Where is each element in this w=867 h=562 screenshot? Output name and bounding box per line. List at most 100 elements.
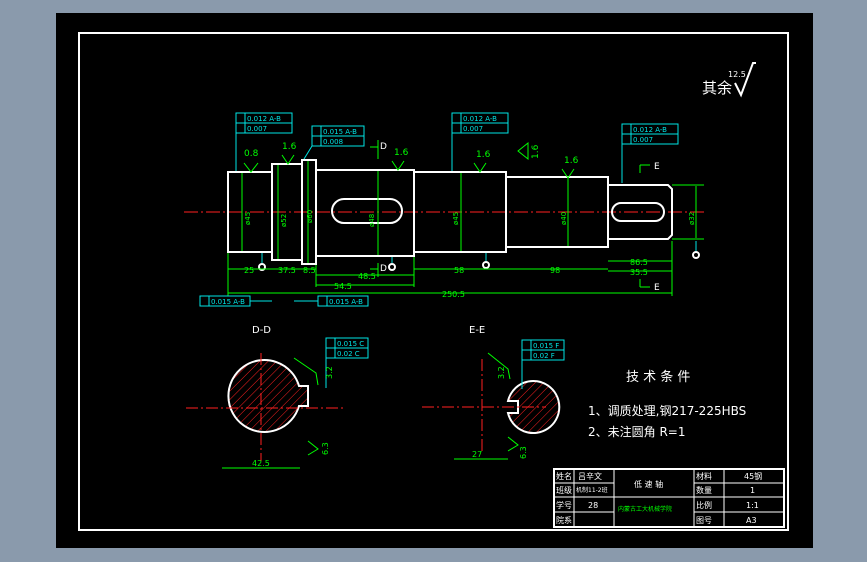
cut-label-d: D bbox=[380, 264, 387, 274]
svg-text:0.012 A-B: 0.012 A-B bbox=[247, 115, 281, 123]
cad-viewport[interactable]: 其余 12.5 ø45 ø52 ø60 ø48 ø45 ø40 ø32 bbox=[56, 13, 813, 548]
section-ee-depth: 3.2 bbox=[497, 366, 506, 379]
roughness-symbol-icon bbox=[734, 62, 756, 98]
cut-label-e: E bbox=[654, 162, 660, 172]
diameter-label: ø52 bbox=[280, 214, 288, 227]
length-label: 48.5 bbox=[358, 272, 376, 281]
section-ee bbox=[422, 359, 561, 453]
title-material-value: 45钢 bbox=[744, 471, 762, 481]
section-dd-width: 42.5 bbox=[252, 459, 270, 468]
cut-label-d: D bbox=[380, 142, 387, 152]
diameter-label: ø60 bbox=[306, 210, 314, 223]
svg-text:0.012 A-B: 0.012 A-B bbox=[463, 115, 497, 123]
sheet-border bbox=[78, 32, 789, 531]
diameter-label: ø45 bbox=[452, 212, 460, 225]
title-material-label: 材料 bbox=[696, 471, 712, 481]
section-dd-depth: 3.2 bbox=[325, 366, 334, 379]
title-school-name: 内蒙古工大机械学院 bbox=[618, 505, 672, 513]
section-ee-width: 27 bbox=[472, 450, 482, 459]
title-sheet-value: A3 bbox=[746, 516, 757, 525]
diameter-dimension-lines bbox=[241, 161, 704, 263]
title-id-label: 学号 bbox=[556, 500, 572, 510]
leader-line bbox=[487, 352, 511, 380]
svg-text:0.015 A-B: 0.015 A-B bbox=[329, 298, 363, 306]
title-class-value: 机制11-2班 bbox=[576, 486, 608, 494]
roughness-mark-icon bbox=[507, 436, 519, 452]
svg-text:0.02 F: 0.02 F bbox=[533, 352, 555, 360]
cad-drawing: 其余 12.5 ø45 ø52 ø60 ø48 ø45 ø40 ø32 bbox=[78, 32, 789, 531]
length-label: 8.5 bbox=[303, 266, 316, 275]
title-school-label: 院系 bbox=[556, 515, 572, 525]
datum-symbol-icon bbox=[258, 253, 266, 271]
title-part-name: 低 速 轴 bbox=[634, 479, 663, 489]
roughness-value: 12.5 bbox=[728, 70, 746, 79]
svg-text:0.007: 0.007 bbox=[633, 136, 653, 144]
length-dimension-lines bbox=[227, 241, 673, 296]
tolerance-frame: 0.012 A-B 0.007 bbox=[451, 112, 509, 171]
title-class-label: 班级 bbox=[556, 485, 572, 495]
length-label: 54.5 bbox=[334, 282, 352, 291]
svg-text:0.007: 0.007 bbox=[463, 125, 483, 133]
roughness-mark-label: 1.6 bbox=[394, 148, 409, 158]
title-scale-label: 比例 bbox=[696, 500, 712, 510]
tolerance-frame: 0.015 A-B bbox=[294, 295, 369, 307]
datum-symbol-icon bbox=[692, 241, 700, 259]
roughness-mark-icon bbox=[473, 162, 487, 173]
title-id-value: 28 bbox=[588, 501, 598, 510]
length-label: 86.5 bbox=[630, 258, 648, 267]
length-label: 98 bbox=[550, 266, 560, 275]
cut-label-e: E bbox=[654, 283, 660, 293]
diameter-label: ø40 bbox=[560, 212, 568, 225]
length-label: 37.5 bbox=[278, 266, 296, 275]
datum-symbol-icon bbox=[482, 253, 490, 269]
svg-text:0.015 A-B: 0.015 A-B bbox=[323, 128, 357, 136]
tolerance-frame: 0.012 A-B 0.007 bbox=[621, 123, 679, 183]
roughness-mark-icon bbox=[517, 141, 529, 161]
svg-text:0.015 A-B: 0.015 A-B bbox=[211, 298, 245, 306]
diameter-label: ø48 bbox=[368, 214, 376, 227]
roughness-mark-icon bbox=[281, 154, 295, 165]
roughness-mark-icon bbox=[307, 440, 319, 456]
section-cut-e bbox=[639, 164, 650, 288]
tolerance-frame: 0.015 A-B 0.008 bbox=[303, 125, 365, 160]
tolerance-frame: 0.015 A-B bbox=[199, 295, 272, 307]
svg-text:0.007: 0.007 bbox=[247, 125, 267, 133]
roughness-note: 其余 bbox=[702, 79, 732, 97]
length-label: 35.5 bbox=[630, 268, 648, 277]
section-dd-title: D-D bbox=[252, 325, 271, 336]
diameter-label: ø32 bbox=[688, 212, 696, 225]
notes-line-2: 2、未注圆角 R=1 bbox=[588, 424, 685, 439]
svg-text:0.015 F: 0.015 F bbox=[533, 342, 559, 350]
roughness-mark-icon bbox=[561, 168, 575, 179]
svg-text:0.015 C: 0.015 C bbox=[337, 340, 364, 348]
tolerance-frame: 0.015 C 0.02 C bbox=[325, 337, 369, 388]
title-qty-value: 1 bbox=[750, 486, 755, 495]
roughness-mark-label: 1.6 bbox=[531, 144, 541, 159]
notes-title: 技 术 条 件 bbox=[626, 369, 690, 385]
notes-line-1: 1、调质处理,钢217-225HBS bbox=[588, 404, 746, 418]
roughness-mark-icon bbox=[243, 162, 259, 173]
tolerance-frame: 0.012 A-B 0.007 bbox=[235, 112, 293, 171]
diameter-label: ø45 bbox=[244, 212, 252, 225]
keyway-d bbox=[331, 198, 403, 224]
section-dd bbox=[186, 353, 346, 461]
title-block bbox=[553, 468, 785, 528]
section-dd-rough: 6.3 bbox=[321, 442, 330, 455]
roughness-mark-label: 0.8 bbox=[244, 149, 259, 159]
section-ee-title: E-E bbox=[469, 325, 485, 336]
keyway-e bbox=[611, 202, 665, 222]
length-label: 25 bbox=[244, 266, 254, 275]
section-ee-rough: 6.3 bbox=[519, 446, 528, 459]
title-name-label: 姓名 bbox=[556, 471, 572, 481]
title-scale-value: 1:1 bbox=[746, 501, 759, 510]
roughness-mark-icon bbox=[391, 160, 405, 171]
datum-symbol-icon bbox=[388, 257, 396, 271]
svg-text:0.012 A-B: 0.012 A-B bbox=[633, 126, 667, 134]
roughness-mark-label: 1.6 bbox=[564, 156, 579, 166]
roughness-mark-label: 1.6 bbox=[476, 150, 491, 160]
length-label: 250.5 bbox=[442, 290, 465, 299]
leader-line bbox=[293, 357, 319, 386]
svg-text:0.008: 0.008 bbox=[323, 138, 343, 146]
roughness-mark-label: 1.6 bbox=[282, 142, 297, 152]
length-label: 58 bbox=[454, 266, 464, 275]
